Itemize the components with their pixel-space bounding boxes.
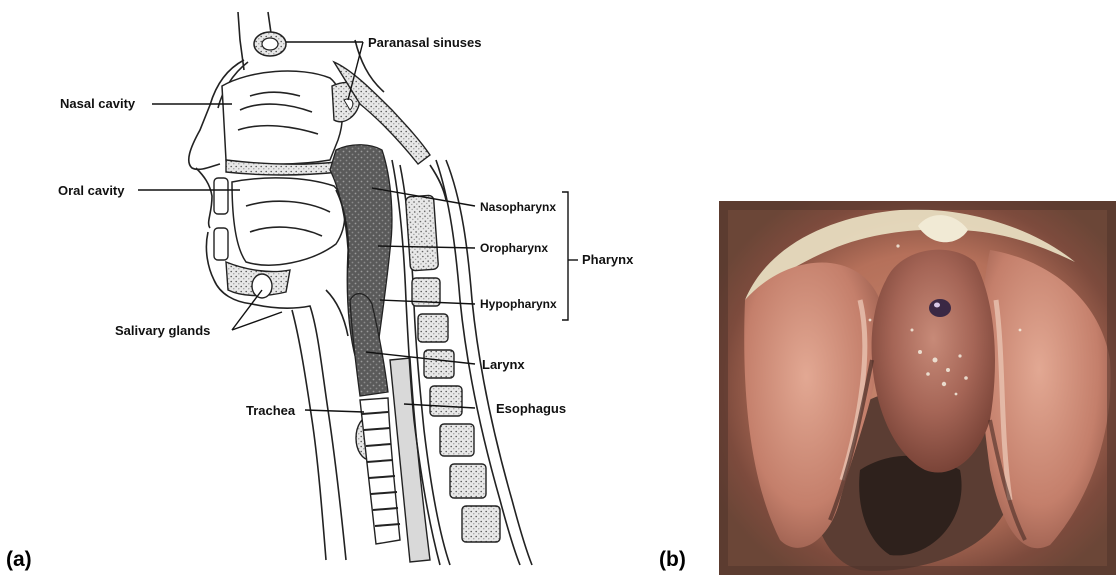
nasal-cavity (222, 71, 343, 164)
label-paranasal-sinuses: Paranasal sinuses (368, 35, 481, 50)
trachea (360, 398, 400, 544)
oral-cavity (232, 178, 345, 265)
label-larynx: Larynx (482, 357, 525, 372)
laryngoscopy-photo (719, 201, 1116, 575)
panel-label-a: (a) (6, 548, 32, 571)
salivary-gland (252, 274, 272, 298)
label-oropharynx: Oropharynx (480, 241, 548, 255)
label-nasopharynx: Nasopharynx (480, 200, 556, 214)
anatomy-drawing (189, 12, 532, 565)
label-salivary-glands: Salivary glands (115, 323, 210, 338)
label-esophagus: Esophagus (496, 401, 566, 416)
label-hypopharynx: Hypopharynx (480, 297, 557, 311)
label-oral-cavity: Oral cavity (58, 183, 125, 198)
panel-label-b: (b) (659, 548, 686, 571)
label-trachea: Trachea (246, 403, 296, 418)
label-nasal-cavity: Nasal cavity (60, 96, 136, 111)
label-pharynx: Pharynx (582, 252, 634, 267)
